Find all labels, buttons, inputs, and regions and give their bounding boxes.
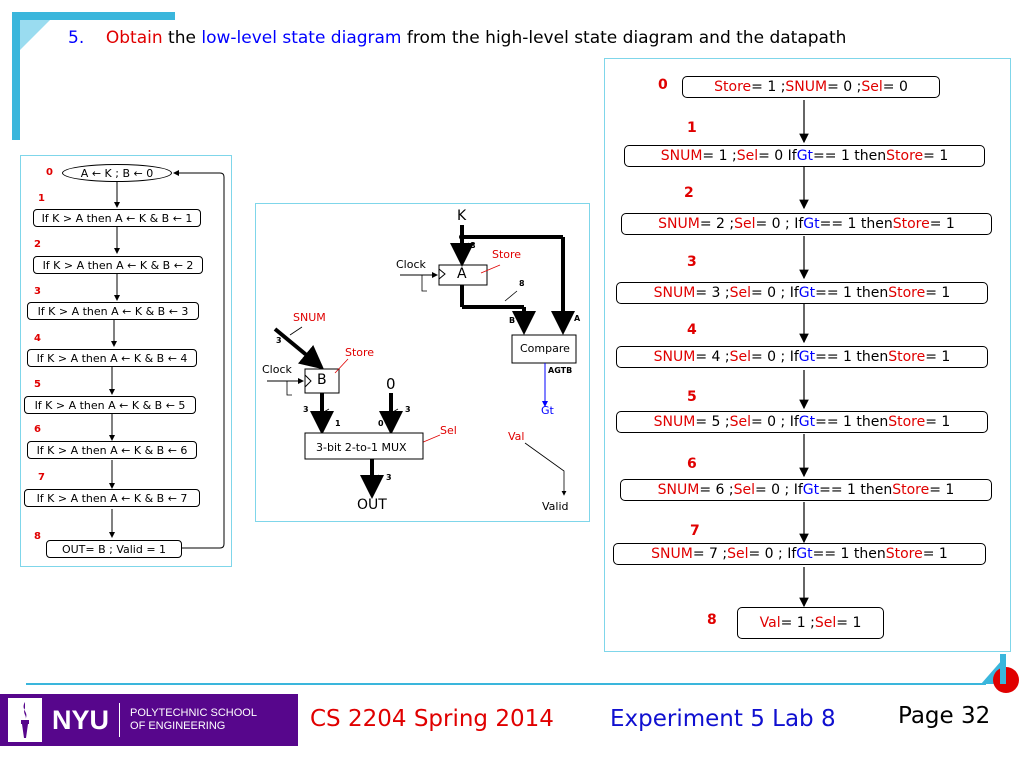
slide-title: 5. Obtain the low-level state diagram fr…	[68, 28, 846, 48]
title-low-level: low-level state diagram	[201, 28, 402, 48]
hl-state-6: If K > A then A ← K & B ← 6	[27, 441, 197, 459]
hl-state-5: If K > A then A ← K & B ← 5	[24, 396, 196, 414]
hl-state-3: If K > A then A ← K & B ← 3	[27, 302, 199, 320]
ll-state-5: SNUM = 5 ; Sel = 0 ; If Gt == 1 then Sto…	[616, 411, 988, 433]
title-number: 5.	[68, 28, 85, 48]
low-level-arrows	[799, 100, 809, 608]
dp-clock-a: Clock	[396, 258, 426, 271]
ll-state-num-3: 3	[687, 254, 697, 270]
hl-state-4: If K > A then A ← K & B ← 4	[27, 349, 197, 367]
dp-width-3d: 3	[386, 473, 392, 482]
course-name: CS 2204 Spring 2014	[310, 706, 554, 732]
title-obtain: Obtain	[105, 28, 163, 48]
experiment-name: Experiment 5 Lab 8	[610, 706, 836, 732]
dp-sel: Sel	[440, 424, 457, 437]
hl-state-num-2: 2	[34, 239, 41, 250]
hl-state-num-3: 3	[34, 286, 41, 297]
dp-register-b: B	[317, 372, 327, 388]
dp-width-8b: 8	[519, 279, 525, 288]
nyu-logo-text: NYU	[52, 704, 110, 735]
hl-state-8: OUT= B ; Valid = 1	[46, 540, 182, 558]
ll-state-num-2: 2	[684, 185, 694, 201]
footer-divider	[26, 683, 986, 685]
dp-compare-in-b: B	[509, 316, 516, 325]
dp-compare-box: Compare	[520, 342, 570, 355]
dp-out: OUT	[357, 497, 387, 513]
ll-state-num-8: 8	[707, 612, 717, 628]
ll-state-0: Store = 1 ; SNUM = 0 ; Sel = 0	[682, 76, 940, 98]
dp-valid: Valid	[542, 500, 569, 513]
school-name-line-2: OF ENGINEERING	[130, 720, 226, 732]
ll-state-3: SNUM = 3 ; Sel = 0 ; If Gt == 1 then Sto…	[616, 282, 988, 304]
dp-width-3b: 3	[303, 405, 309, 414]
hl-state-num-8: 8	[34, 531, 41, 542]
title-rest: from the high-level state diagram and th…	[401, 28, 847, 48]
dp-agtb: AGTB	[548, 366, 573, 375]
hl-state-0: A ← K ; B ← 0	[62, 164, 172, 182]
dp-mux: 3-bit 2-to-1 MUX	[316, 441, 407, 454]
hl-state-num-5: 5	[34, 379, 41, 390]
dp-snum: SNUM	[293, 311, 326, 324]
page-number: Page 32	[898, 703, 991, 729]
dp-clock-b: Clock	[262, 363, 292, 376]
dp-store-b: Store	[345, 346, 375, 359]
ll-state-num-4: 4	[687, 322, 697, 338]
ll-state-num-7: 7	[690, 523, 700, 539]
title-the: the	[162, 28, 202, 48]
ll-state-7: SNUM = 7 ; Sel = 0 ; If Gt == 1 then Sto…	[613, 543, 986, 565]
ll-state-num-5: 5	[687, 389, 697, 405]
dp-mux-in-0: 0	[378, 419, 384, 428]
footer-corner-decoration	[981, 654, 1019, 693]
ll-state-8: Val = 1 ; Sel = 1	[737, 607, 884, 639]
dp-width-3c: 3	[405, 405, 411, 414]
hl-state-1: If K > A then A ← K & B ← 1	[33, 209, 201, 227]
high-level-arrows	[109, 170, 225, 549]
hl-state-num-6: 6	[34, 424, 41, 435]
ll-state-2: SNUM = 2 ; Sel = 0 ; If Gt == 1 then Sto…	[621, 213, 992, 235]
hl-state-2: If K > A then A ← K & B ← 2	[33, 256, 203, 274]
corner-decoration	[12, 12, 175, 140]
hl-state-num-0: 0	[46, 167, 53, 178]
ll-state-num-6: 6	[687, 456, 697, 472]
hl-state-num-7: 7	[38, 472, 45, 483]
dp-width-8a: 8	[470, 241, 476, 250]
ll-state-num-1: 1	[687, 120, 697, 136]
school-name-line-1: POLYTECHNIC SCHOOL	[130, 707, 257, 719]
nyu-logo: NYU POLYTECHNIC SCHOOL OF ENGINEERING	[0, 694, 298, 746]
dp-mux-in-1: 1	[335, 419, 341, 428]
dp-val: Val	[508, 430, 525, 443]
ll-state-1: SNUM = 1 ; Sel = 0 If Gt == 1 then Store…	[624, 145, 985, 167]
datapath-wires	[267, 225, 577, 499]
ll-state-6: SNUM = 6 ; Sel = 0 ; If Gt == 1 then Sto…	[620, 479, 992, 501]
dp-k-label: K	[457, 208, 467, 224]
hl-state-7: If K > A then A ← K & B ← 7	[24, 489, 200, 507]
hl-state-num-1: 1	[38, 193, 45, 204]
dp-compare-in-a: A	[574, 314, 581, 323]
hl-state-num-4: 4	[34, 333, 41, 344]
dp-gt: Gt	[541, 404, 554, 417]
ll-state-num-0: 0	[658, 77, 668, 93]
ll-state-4: SNUM = 4 ; Sel = 0 ; If Gt == 1 then Sto…	[616, 346, 988, 368]
dp-register-a: A	[457, 266, 467, 282]
dp-zero: 0	[386, 375, 396, 393]
torch-icon	[8, 698, 42, 742]
dp-width-3a: 3	[276, 336, 282, 345]
dp-store-a: Store	[492, 248, 522, 261]
